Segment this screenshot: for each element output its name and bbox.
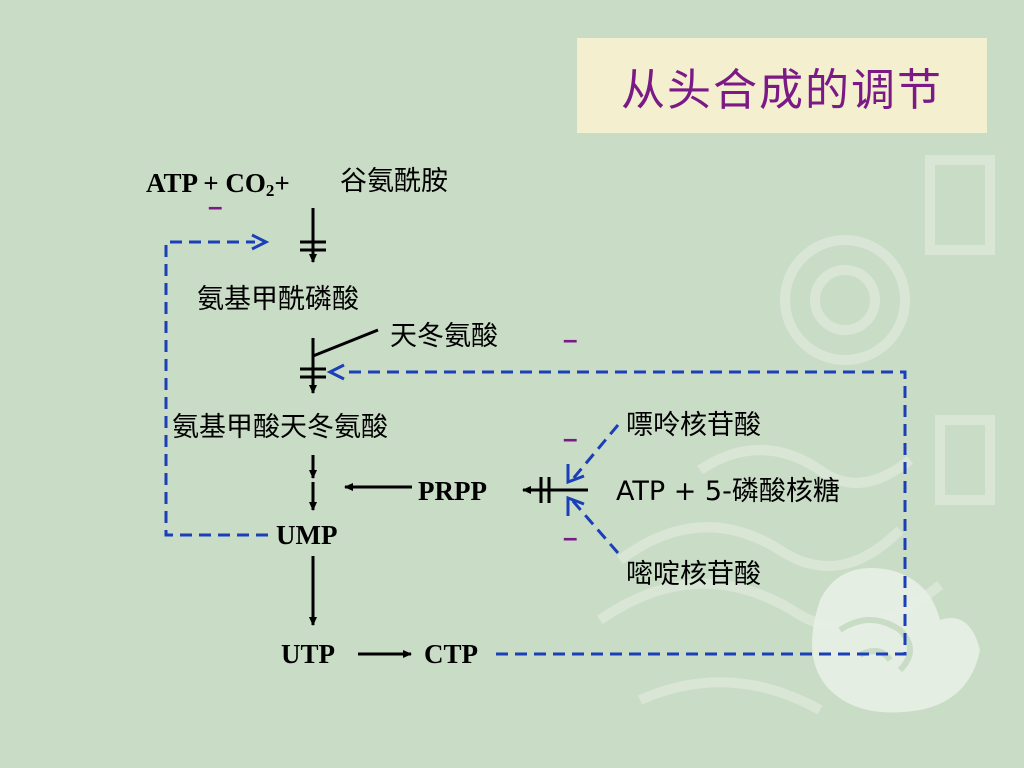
feedback-pyrimidine-arrowhead — [566, 495, 585, 516]
carbamoyl-aspartate-label: 氨基甲酸天冬氨酸 — [172, 412, 388, 443]
glutamine-label: 谷氨酰胺 — [340, 166, 448, 197]
prpp-synthesis-arrow — [522, 477, 588, 503]
feedback-purine-arrowhead — [566, 464, 585, 485]
carbamoyl-phosphate-label: 氨基甲酰磷酸 — [197, 284, 359, 315]
prpp-label: PRPP — [418, 476, 487, 506]
dragon-ornament-icon — [812, 568, 980, 713]
feedback-ump-loop — [164, 240, 268, 537]
step-arrow-1 — [300, 208, 326, 263]
ump-label: UMP — [276, 520, 338, 550]
inhibit-mark-purine: – — [563, 423, 578, 453]
feedback-pyrimidine-line — [570, 499, 620, 554]
aspartate-label: 天冬氨酸 — [390, 321, 498, 352]
purine-nucleotides-label: 嘌呤核苷酸 — [626, 410, 761, 441]
slide-title: 从头合成的调节 — [621, 64, 943, 116]
substrates-label: ATP + CO2+ — [146, 168, 290, 200]
inhibit-mark-pyrimidine: – — [563, 522, 578, 552]
pyrimidine-nucleotides-label: 嘧啶核苷酸 — [626, 559, 761, 590]
step-arrow-2 — [300, 328, 379, 394]
inhibit-mark-step2: – — [563, 324, 578, 354]
ctp-label: CTP — [424, 639, 478, 669]
feedback-ctp-arrowhead — [326, 363, 345, 381]
feedback-ump-arrowhead — [251, 233, 270, 251]
utp-label: UTP — [281, 639, 335, 669]
inhibit-mark-step1: – — [208, 191, 223, 221]
feedback-purine-line — [570, 424, 620, 481]
title-box: 从头合成的调节 — [577, 38, 987, 133]
feedback-ctp-loop — [345, 370, 907, 656]
atp-ribose5p-label: ATP + 5-磷酸核糖 — [616, 476, 840, 507]
